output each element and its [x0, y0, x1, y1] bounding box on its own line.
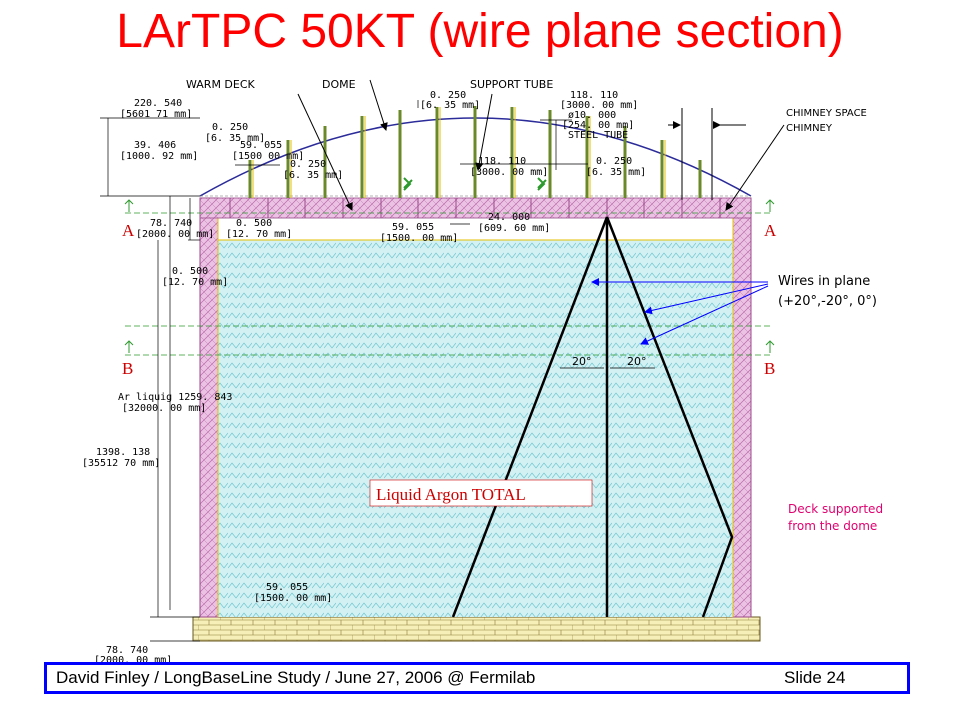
gas-ullage: [217, 217, 734, 241]
deck-note-line1: Deck supported: [788, 502, 883, 516]
chimneys: [681, 108, 713, 200]
section-line-a: [124, 199, 775, 214]
dim-1398-138-mm: [35512 70 mm]: [82, 458, 160, 469]
dim-78-740-b: 78. 740: [106, 645, 148, 656]
argon-total-box: [369, 479, 593, 507]
wires-annotation-arrows: [591, 278, 769, 345]
dim-10-000: ø10. 000: [568, 110, 616, 121]
dim-59-055-c: 59. 055: [266, 582, 308, 593]
dim-59-055-b-mm: [1500. 00 mm]: [380, 233, 458, 244]
dim-118-110-a: 118. 110: [570, 90, 618, 101]
slide-title: LArTPC 50KT (wire plane section): [116, 5, 844, 58]
green-markers: [403, 177, 547, 191]
section-a-right: A: [764, 221, 777, 240]
dim-0250-b-mm: [6. 35 mm]: [283, 170, 343, 181]
dim-118-110-b-mm: [3000. 00 mm]: [470, 167, 548, 178]
dome-label: DOME: [322, 78, 356, 91]
dim-0500-a-mm: [12. 70 mm]: [226, 229, 292, 240]
argon-total-label: Liquid Argon TOTAL: [376, 485, 526, 504]
chimney-label: CHIMNEY: [786, 123, 833, 134]
dim-0250-d-mm: [6. 35 mm]: [586, 167, 646, 178]
dim-59-055-b: 59. 055: [392, 222, 434, 233]
angle-right-label: 20°: [627, 355, 647, 368]
dim-0250-a: 0. 250: [212, 122, 248, 133]
dim-0500-b: 0. 500: [172, 266, 208, 277]
dim-0500-b-mm: [12. 70 mm]: [162, 277, 228, 288]
dim-59-055-a-mm: [1500 00 mm]: [232, 151, 304, 162]
angle-left-label: 20°: [572, 355, 592, 368]
support-tube-label: SUPPORT TUBE: [470, 78, 553, 91]
dim-59-055-c-mm: [1500. 00 mm]: [254, 593, 332, 604]
footer-credit: David Finley / LongBaseLine Study / June…: [56, 668, 536, 687]
dim-ar-liquid-mm: [32000. 00 mm]: [122, 403, 206, 414]
section-b-right: B: [764, 359, 775, 378]
dim-0250-d: 0. 250: [596, 156, 632, 167]
footer-bar: [44, 662, 910, 694]
dim-24-000-mm: [609. 60 mm]: [478, 223, 550, 234]
dim-39-406: 39. 406: [134, 140, 176, 151]
foundation-slab: [192, 616, 761, 642]
dim-78-740-a: 78. 740: [150, 218, 192, 229]
dim-24-000: 24. 000: [488, 212, 530, 223]
slide-number: Slide 24: [784, 668, 846, 687]
section-line-b: [124, 325, 775, 356]
wires-label-line1: Wires in plane: [778, 274, 870, 289]
right-wall: [732, 197, 752, 618]
dim-78-740-b-mm: [2000. 00 mm]: [94, 655, 172, 666]
support-tubes: [248, 106, 702, 198]
steel-tube-label: STEEL TUBE: [568, 130, 628, 141]
top-leader-arrows: [297, 79, 785, 211]
wires-label-line2: (+20°,-20°, 0°): [778, 294, 877, 309]
dim-ar-liquid: Ar liquig 1259. 843: [118, 392, 232, 403]
dim-0250-a-mm: [6. 35 mm]: [205, 133, 265, 144]
dim-0500-a: 0. 500: [236, 218, 272, 229]
dim-118-110-b: 118. 110: [478, 156, 526, 167]
dim-10-000-mm: [254. 00 mm]: [562, 120, 634, 131]
dim-0250-c-mm: [6. 35 mm]: [420, 100, 480, 111]
dim-39-406-mm: [1000. 92 mm]: [120, 151, 198, 162]
dim-118-110-a-mm: [3000. 00 mm]: [560, 100, 638, 111]
deck-note-line2: from the dome: [788, 519, 877, 533]
section-a-left: A: [122, 221, 135, 240]
section-b-left: B: [122, 359, 133, 378]
warm-deck-beams: [199, 197, 752, 219]
dim-59-055-a: 59. 055: [240, 140, 282, 151]
warm-deck-label: WARM DECK: [186, 78, 256, 91]
dim-78-740-a-mm: [2000. 00 mm]: [136, 229, 214, 240]
dim-0250-b: 0. 250: [290, 159, 326, 170]
dim-220-540-mm: [5601 71 mm]: [120, 109, 192, 120]
chimney-space-label: CHIMNEY SPACE: [786, 108, 867, 119]
dim-220-540: 220. 540: [134, 98, 182, 109]
wire-planes: [451, 216, 734, 618]
dim-1398-138: 1398. 138: [96, 447, 150, 458]
dim-0250-c: 0. 250: [430, 90, 466, 101]
liquid-argon-volume: [218, 240, 733, 617]
dimension-lines: [100, 100, 588, 642]
